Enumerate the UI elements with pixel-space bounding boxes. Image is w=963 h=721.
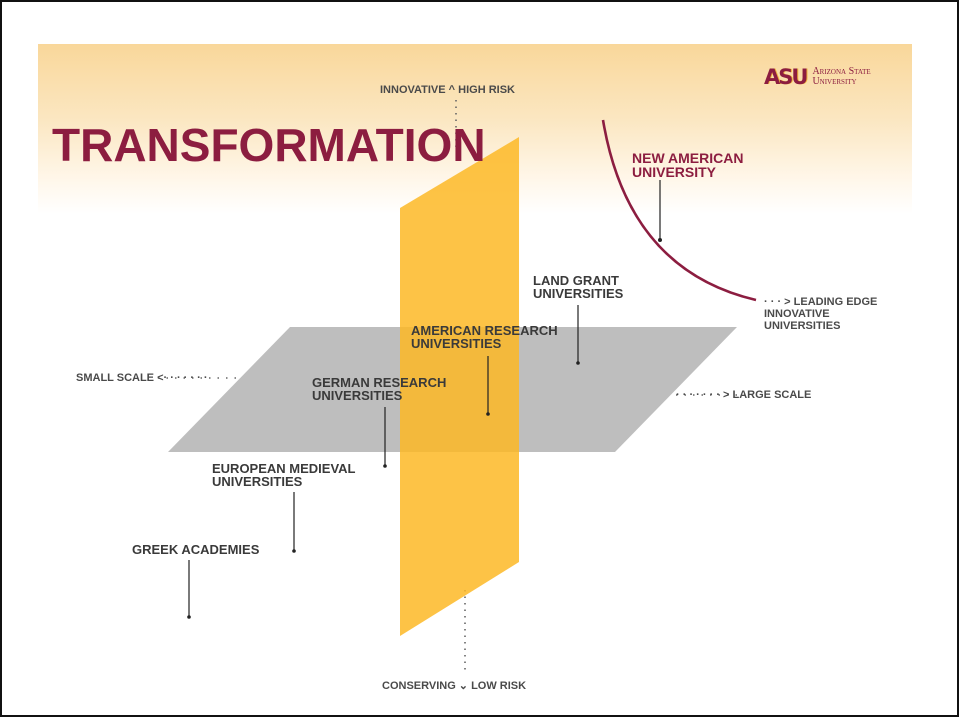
logo-mark: ASU xyxy=(764,65,808,89)
leading-edge-label: · · · > LEADING EDGE INNOVATIVE UNIVERSI… xyxy=(764,296,878,333)
axis-top-label: INNOVATIVE ^ HIGH RISK xyxy=(380,84,515,96)
slide-title: TRANSFORMATION xyxy=(52,119,486,171)
new-american-dot xyxy=(658,238,662,242)
risk-plane xyxy=(400,137,519,636)
greek-dot xyxy=(187,615,191,619)
axis-right-label: · · · · · · · > LARGE SCALE xyxy=(676,389,812,401)
american-research-label: AMERICAN RESEARCH UNIVERSITIES xyxy=(411,323,558,351)
american-dot xyxy=(486,412,490,416)
innovation-curve xyxy=(601,119,757,302)
greek-academies-label: GREEK ACADEMIES xyxy=(132,542,260,557)
asu-logo: ASU Arizona State University xyxy=(764,65,871,89)
german-dot xyxy=(383,464,387,468)
logo-name: Arizona State University xyxy=(812,66,871,87)
new-american-label: NEW AMERICAN UNIVERSITY xyxy=(632,150,744,180)
european-medieval-label: EUROPEAN MEDIEVAL UNIVERSITIES xyxy=(212,461,356,489)
land-grant-label: LAND GRANT UNIVERSITIES xyxy=(533,273,624,301)
medieval-dot xyxy=(292,549,296,553)
german-research-label: GERMAN RESEARCH UNIVERSITIES xyxy=(312,375,447,403)
axis-bottom-label: CONSERVING ⌄ LOW RISK xyxy=(382,680,527,692)
axis-left-label: SMALL SCALE <· · · · · · · xyxy=(76,372,208,384)
landgrant-dot xyxy=(576,361,580,365)
